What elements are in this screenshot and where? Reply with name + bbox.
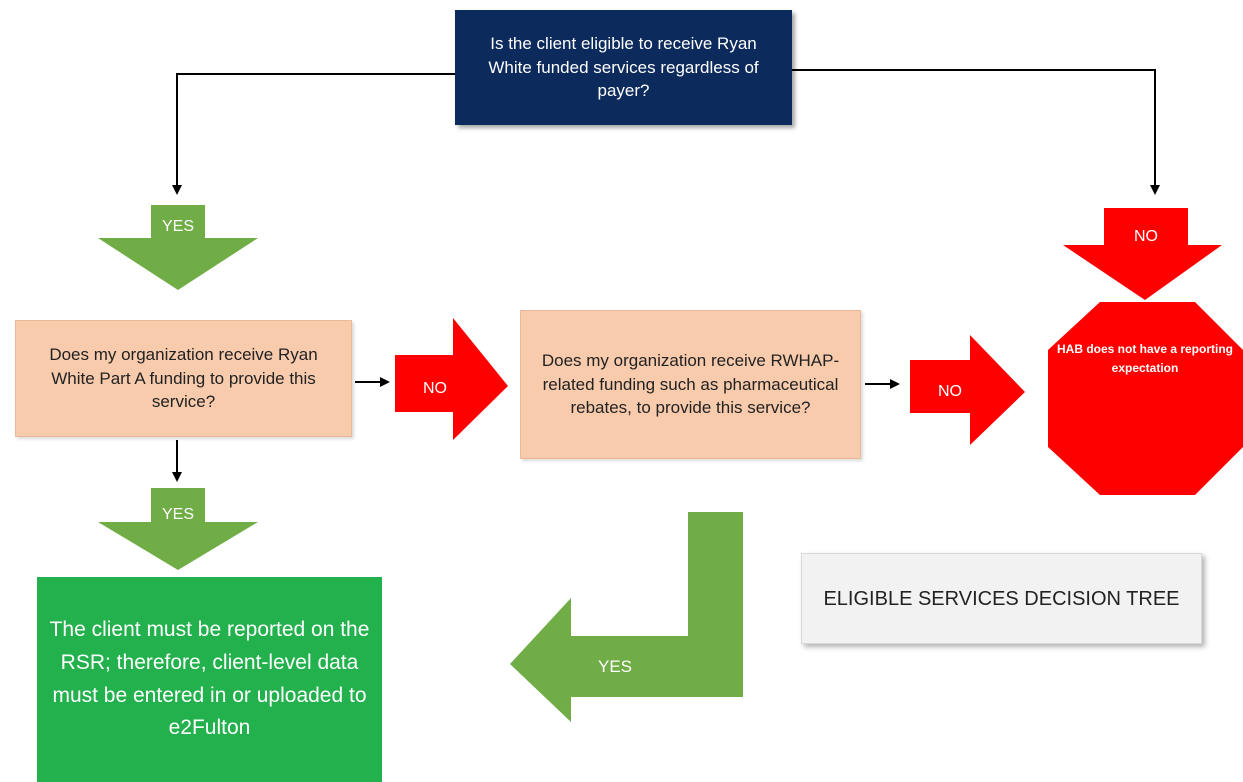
diagram-title: ELIGIBLE SERVICES DECISION TREE	[801, 553, 1202, 644]
yes-return-arrow	[510, 512, 743, 722]
question-eligibility: Is the client eligible to receive Ryan W…	[455, 10, 792, 125]
connector-main-to-no	[792, 69, 1160, 195]
yes-arrow-bottom	[98, 488, 258, 570]
yes-label-return: YES	[597, 657, 633, 676]
yes-arrow-top	[98, 205, 258, 290]
stop-octagon	[1048, 302, 1243, 495]
no-arrow-right	[910, 335, 1025, 445]
stop-sign-text: HAB does not have a reporting expectatio…	[1056, 342, 1234, 375]
yes-label-bottom: YES	[161, 506, 194, 523]
yes-label-top: YES	[161, 218, 194, 235]
no-label-top: NO	[1134, 228, 1158, 245]
no-label-right: NO	[938, 383, 962, 400]
result-report-on-rsr: The client must be reported on the RSR; …	[37, 577, 382, 782]
no-label-middle: NO	[423, 380, 447, 397]
no-arrow-top	[1063, 208, 1222, 300]
question-part-a-funding: Does my organization receive Ryan White …	[15, 320, 352, 437]
question-rwhap-funding: Does my organization receive RWHAP-relat…	[520, 310, 861, 459]
no-arrow-middle	[395, 318, 508, 440]
connector-main-to-yes	[172, 73, 455, 195]
